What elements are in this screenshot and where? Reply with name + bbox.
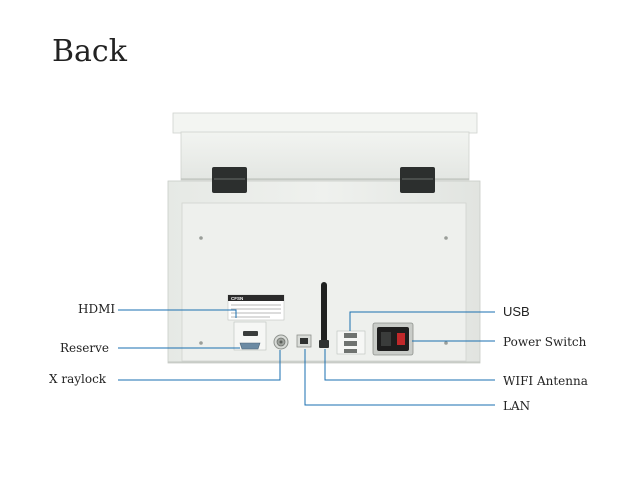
label-reserve: Reserve <box>60 341 110 355</box>
rating-plate: CFSN <box>227 294 285 321</box>
screw-icon <box>444 341 448 345</box>
page-title: Back <box>52 34 127 69</box>
label-wifi-antenna: WIFI Antenna <box>503 374 588 388</box>
power-module <box>372 322 414 356</box>
screw-icon <box>199 236 203 240</box>
label-usb: USB <box>503 304 530 319</box>
leader-wifi <box>324 349 495 381</box>
leader-xraylock <box>118 350 281 381</box>
label-hdmi: HDMI <box>78 302 116 316</box>
plate-brand: CFSN <box>231 296 243 301</box>
leader-hdmi <box>118 309 237 318</box>
leader-lines <box>118 309 495 406</box>
label-power-switch: Power Switch <box>503 335 587 349</box>
wifi-antenna <box>319 282 329 348</box>
reserve-port <box>239 342 261 350</box>
usb-ports <box>336 330 366 355</box>
screw-icon <box>444 236 448 240</box>
leader-usb <box>349 311 495 331</box>
power-switch-icon <box>397 333 405 345</box>
label-lan: LAN <box>503 399 531 413</box>
label-xraylock: X raylock <box>49 372 107 386</box>
screw-icon <box>199 341 203 345</box>
leader-lan <box>304 349 495 406</box>
latch-right <box>400 167 435 193</box>
xraylock-port <box>273 334 289 350</box>
lan-port <box>296 334 312 348</box>
latch-left <box>212 167 247 193</box>
